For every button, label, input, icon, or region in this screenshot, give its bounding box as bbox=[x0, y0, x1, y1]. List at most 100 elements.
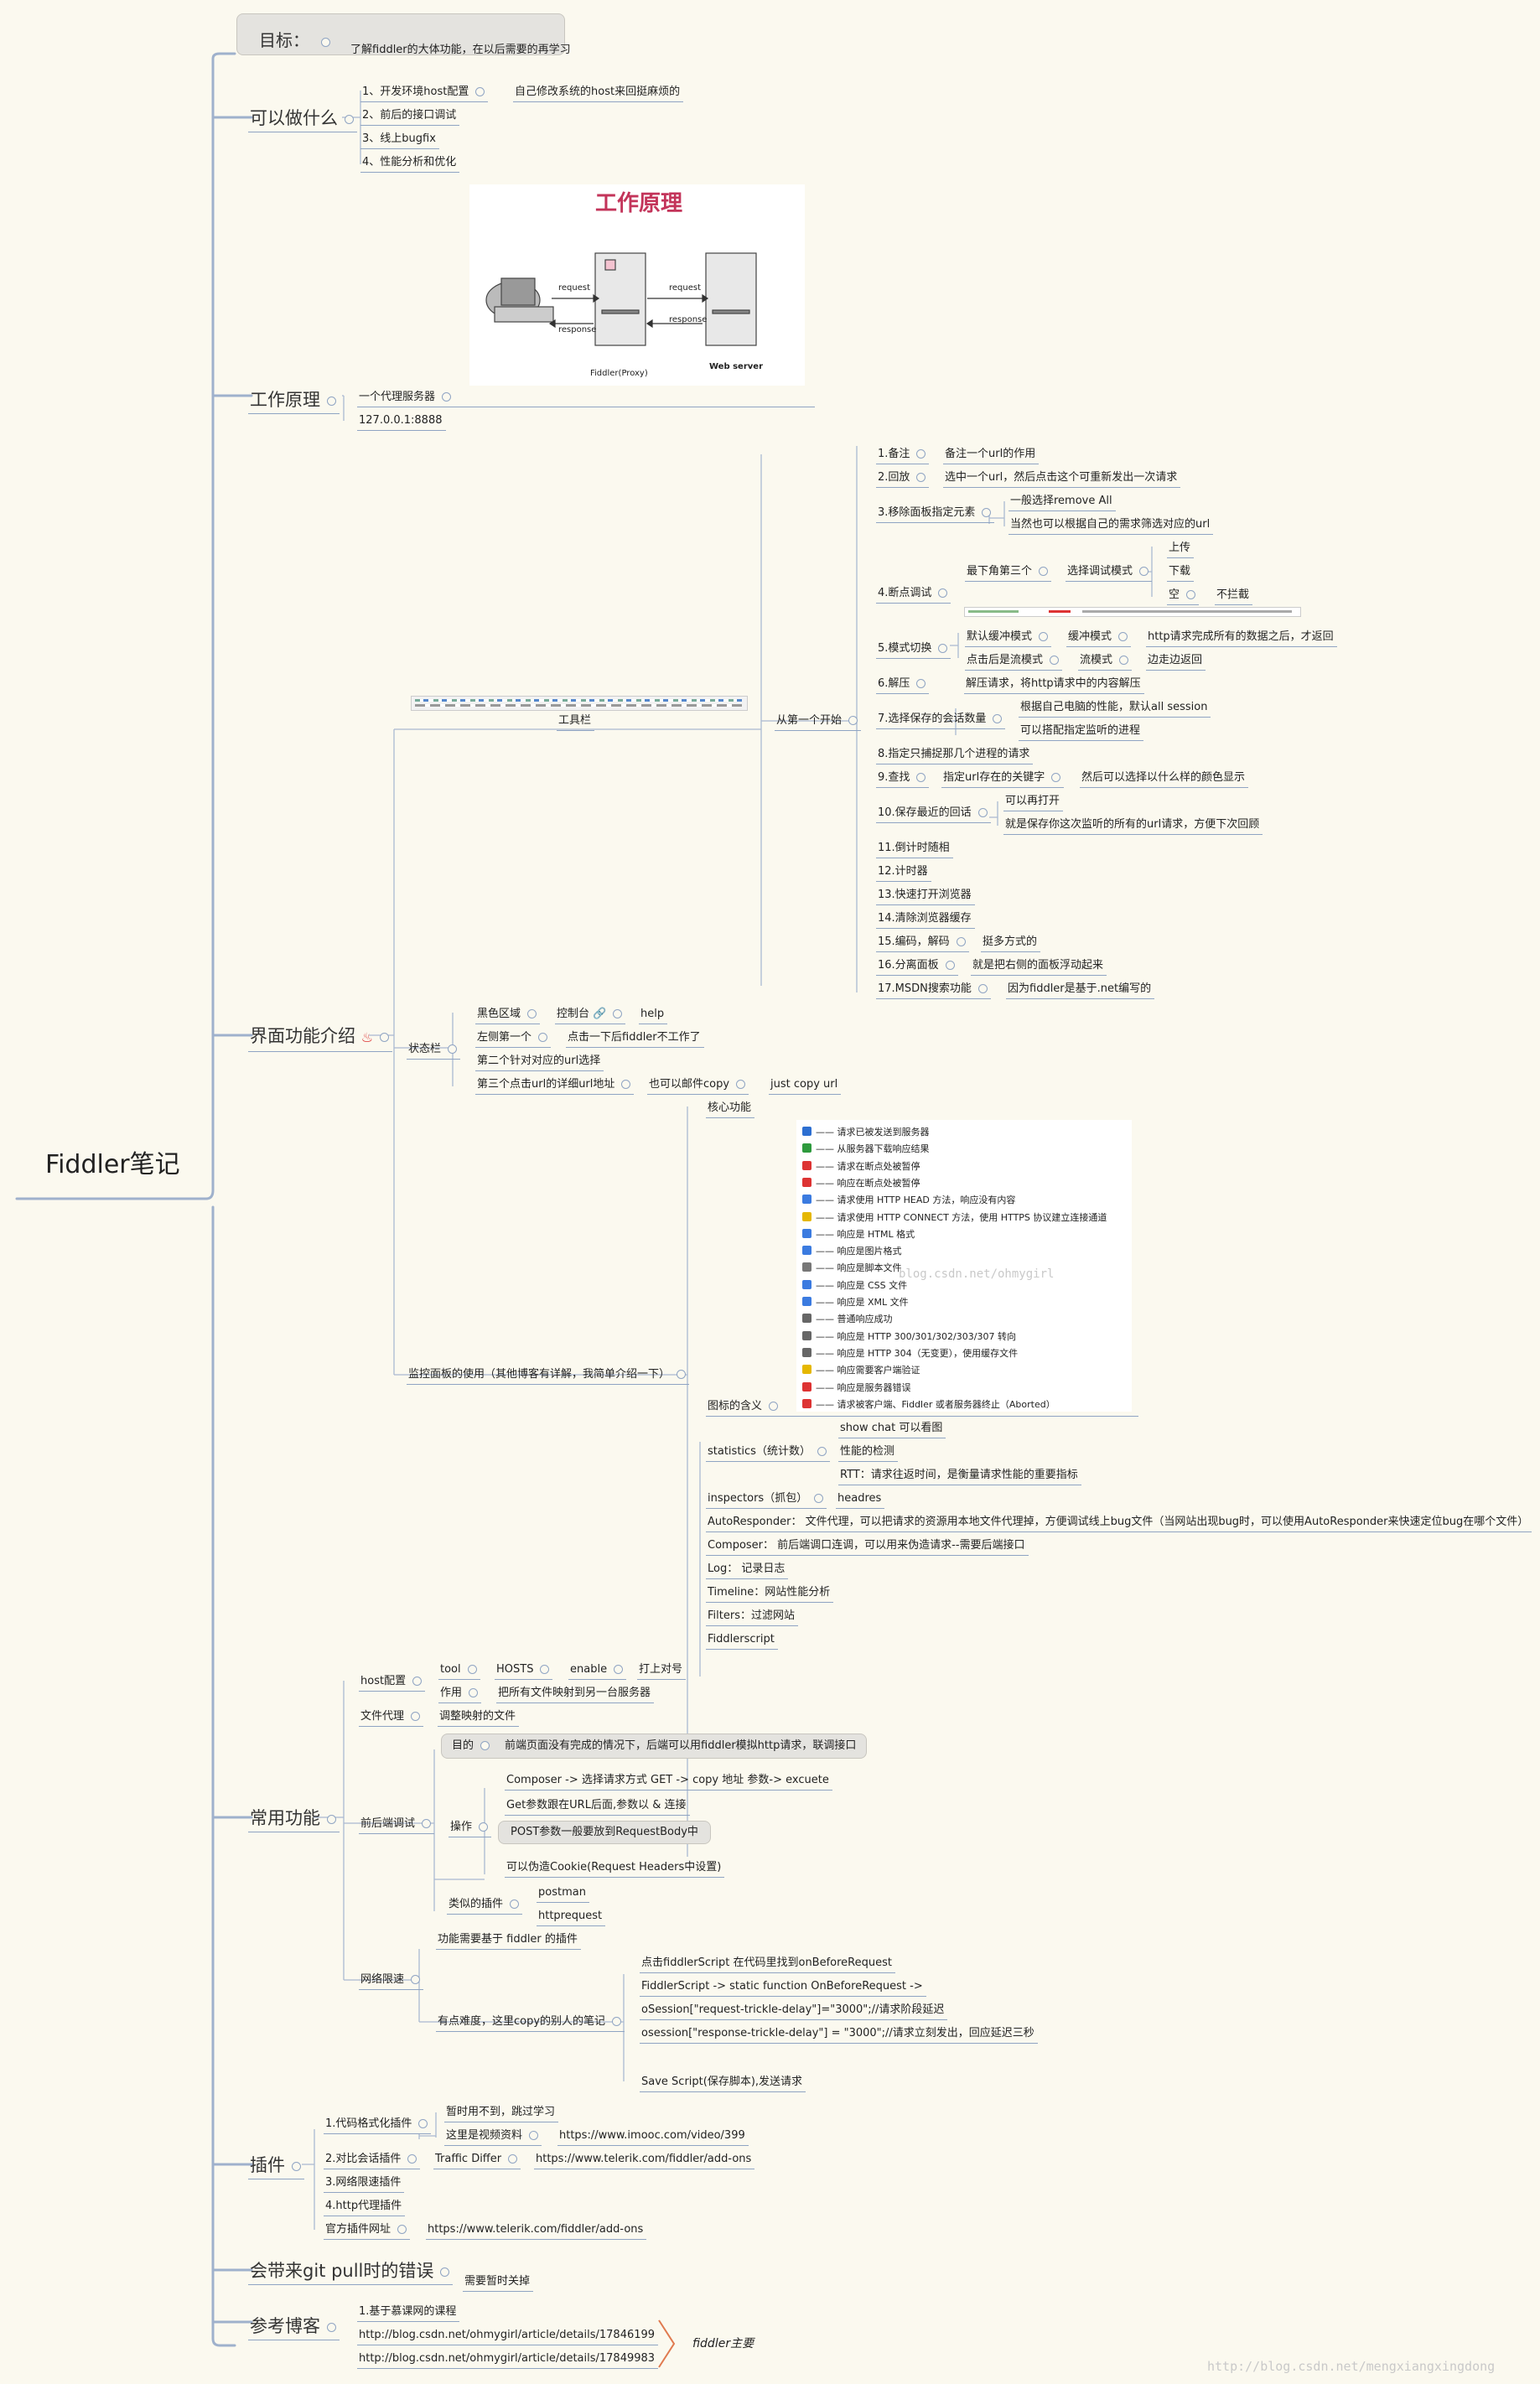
collapse-icon[interactable] bbox=[448, 1044, 458, 1054]
icon-legend-text: —— 从服务器下载响应结果 bbox=[816, 1143, 930, 1155]
collapse-icon[interactable] bbox=[510, 1899, 520, 1909]
collapse-icon[interactable] bbox=[613, 1009, 623, 1018]
tb-16: 16.分离面板 bbox=[876, 957, 958, 976]
collapse-icon[interactable] bbox=[1139, 567, 1149, 576]
icon-legend-row: —— 响应是 HTTP 304（无变更），使用缓存文件 bbox=[802, 1347, 1018, 1360]
collapse-icon[interactable] bbox=[1051, 773, 1061, 782]
tb-6-desc: 解压请求，将http请求中的内容解压 bbox=[964, 676, 1144, 694]
collapse-icon[interactable] bbox=[418, 2119, 428, 2128]
collapse-icon[interactable] bbox=[475, 87, 485, 96]
ui-title: 界面功能介绍 ♨ bbox=[248, 1024, 393, 1052]
host-hosts: HOSTS bbox=[495, 1661, 553, 1680]
collapse-icon[interactable] bbox=[412, 1677, 423, 1686]
collapse-icon[interactable] bbox=[327, 1814, 336, 1824]
collapse-icon[interactable] bbox=[817, 1447, 827, 1456]
collapse-icon[interactable] bbox=[814, 1494, 824, 1503]
collapse-icon[interactable] bbox=[956, 937, 966, 946]
ref-title: 参考博客 bbox=[248, 2314, 340, 2340]
can-do-item-1: 1、开发环境host配置 bbox=[360, 84, 489, 102]
collapse-icon[interactable] bbox=[479, 1822, 489, 1832]
collapse-icon[interactable] bbox=[529, 2131, 539, 2140]
collapse-icon[interactable] bbox=[1186, 590, 1196, 599]
plugin-1-b: 这里是视频资料 bbox=[444, 2127, 542, 2146]
collapse-icon[interactable] bbox=[540, 1665, 550, 1674]
collapse-icon[interactable] bbox=[538, 1033, 548, 1042]
traffic-differ-url[interactable]: https://www.telerik.com/fiddler/add-ons bbox=[534, 2151, 755, 2169]
collapse-icon[interactable] bbox=[380, 1032, 390, 1042]
watermark-mid: blog.csdn.net/ohmygirl bbox=[899, 1267, 1055, 1281]
collapse-icon[interactable] bbox=[292, 2161, 301, 2171]
collapse-icon[interactable] bbox=[411, 1712, 421, 1721]
collapse-icon[interactable] bbox=[982, 508, 992, 517]
collapse-icon[interactable] bbox=[736, 1080, 746, 1089]
collapse-icon[interactable] bbox=[1119, 656, 1129, 665]
collapse-icon[interactable] bbox=[407, 2154, 417, 2164]
official-url[interactable]: https://www.telerik.com/fiddler/add-ons bbox=[426, 2221, 647, 2240]
icon-legend-row: —— 响应是 HTTP 300/301/302/303/307 转向 bbox=[802, 1330, 1016, 1343]
log: Log： 记录日志 bbox=[706, 1561, 789, 1579]
collapse-icon[interactable] bbox=[469, 1688, 479, 1697]
op-1: Composer -> 选择请求方式 GET -> copy 地址 参数-> e… bbox=[505, 1772, 832, 1791]
collapse-icon[interactable] bbox=[938, 644, 948, 653]
collapse-icon[interactable] bbox=[440, 2267, 450, 2277]
icon-legend-text: —— 响应是脚本文件 bbox=[816, 1262, 902, 1274]
icon-legend-text: —— 响应是 CSS 文件 bbox=[816, 1279, 908, 1291]
st-black: 黑色区域 bbox=[475, 1006, 541, 1024]
inspectors-headres: headres bbox=[836, 1490, 885, 1509]
collapse-icon[interactable] bbox=[442, 392, 452, 402]
st-third-b: just copy url bbox=[769, 1076, 842, 1095]
plugin-5: 官方插件网址 bbox=[324, 2221, 411, 2240]
collapse-icon[interactable] bbox=[321, 38, 330, 47]
collapse-icon[interactable] bbox=[677, 1370, 687, 1379]
tb-5: 5.模式切换 bbox=[876, 640, 951, 659]
collapse-icon[interactable] bbox=[527, 1009, 537, 1018]
tb-4-up: 上传 bbox=[1167, 540, 1195, 558]
collapse-icon[interactable] bbox=[480, 1741, 490, 1750]
collapse-icon[interactable] bbox=[327, 2322, 336, 2332]
collapse-icon[interactable] bbox=[327, 396, 336, 406]
collapse-icon[interactable] bbox=[945, 961, 955, 970]
collapse-icon[interactable] bbox=[397, 2225, 407, 2234]
ref-2[interactable]: http://blog.csdn.net/ohmygirl/article/de… bbox=[357, 2327, 659, 2345]
collapse-icon[interactable] bbox=[993, 714, 1003, 723]
collapse-icon[interactable] bbox=[916, 773, 926, 782]
plugin-video-url[interactable]: https://www.imooc.com/video/399 bbox=[557, 2127, 749, 2146]
collapse-icon[interactable] bbox=[621, 1080, 631, 1089]
collapse-icon[interactable] bbox=[1039, 567, 1049, 576]
ref-3[interactable]: http://blog.csdn.net/ohmygirl/article/de… bbox=[357, 2350, 659, 2369]
collapse-icon[interactable] bbox=[848, 716, 858, 725]
can-do-item-3: 3、线上bugfix bbox=[360, 131, 439, 149]
collapse-icon[interactable] bbox=[977, 808, 988, 817]
collapse-icon[interactable] bbox=[467, 1665, 477, 1674]
collapse-icon[interactable] bbox=[1050, 656, 1060, 665]
collapse-icon[interactable] bbox=[411, 1975, 421, 1984]
collapse-icon[interactable] bbox=[1118, 632, 1128, 641]
tb-1: 1.备注 bbox=[876, 446, 930, 464]
collapse-icon[interactable] bbox=[938, 588, 948, 598]
principle-item-1: 一个代理服务器 bbox=[357, 389, 815, 407]
link-icon[interactable]: 🔗 bbox=[593, 1008, 607, 1020]
autoresponder: AutoResponder： 文件代理，可以把请求的资源用本地文件代理掉，方便调… bbox=[706, 1514, 1532, 1532]
collapse-icon[interactable] bbox=[612, 2017, 622, 2026]
collapse-icon[interactable] bbox=[1039, 632, 1049, 641]
can-do-note: 自己修改系统的host来回挺麻烦的 bbox=[513, 84, 684, 102]
collapse-icon[interactable] bbox=[508, 2154, 518, 2164]
fire-icon: ♨ bbox=[360, 1029, 374, 1045]
collapse-icon[interactable] bbox=[916, 473, 926, 482]
collapse-icon[interactable] bbox=[916, 679, 926, 688]
collapse-icon[interactable] bbox=[916, 449, 926, 459]
tb-10: 10.保存最近的回话 bbox=[876, 805, 991, 823]
icon-legend-panel bbox=[796, 1120, 1132, 1412]
plugin-title: 插件 bbox=[248, 2153, 304, 2179]
plugin-4: 4.http代理插件 bbox=[324, 2198, 406, 2216]
st-help: help bbox=[639, 1006, 668, 1024]
collapse-icon[interactable] bbox=[345, 114, 354, 124]
collapse-icon[interactable] bbox=[769, 1402, 779, 1411]
arrow-label-response-2: response bbox=[669, 315, 708, 324]
status-icon bbox=[802, 1177, 811, 1187]
collapse-icon[interactable] bbox=[977, 984, 988, 993]
collapse-icon[interactable] bbox=[614, 1665, 624, 1674]
collapse-icon[interactable] bbox=[422, 1819, 432, 1828]
icon-legend-text: —— 响应需要客户端验证 bbox=[816, 1365, 920, 1376]
